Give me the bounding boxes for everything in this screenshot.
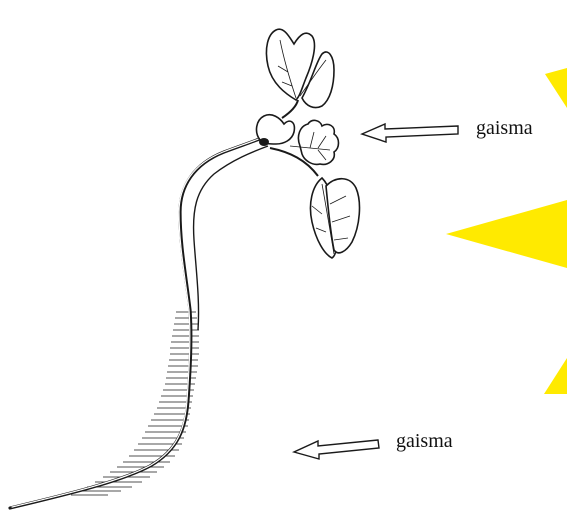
stem-inner: [12, 138, 261, 507]
arrow-top: [362, 124, 458, 142]
light-beam-bottom: [544, 358, 567, 394]
stem-outline: [10, 138, 262, 508]
arrow-bottom: [294, 440, 379, 459]
light-label-top: gaisma: [476, 118, 533, 138]
light-beam-top: [545, 68, 567, 108]
light-label-bottom: gaisma: [396, 431, 453, 451]
petiole-top: [282, 100, 298, 118]
stem-right-edge: [194, 146, 268, 330]
leaf-node-right: [298, 120, 338, 164]
light-beam-middle: [446, 200, 567, 268]
root-hairs: [71, 312, 199, 495]
node-bud: [259, 138, 269, 146]
